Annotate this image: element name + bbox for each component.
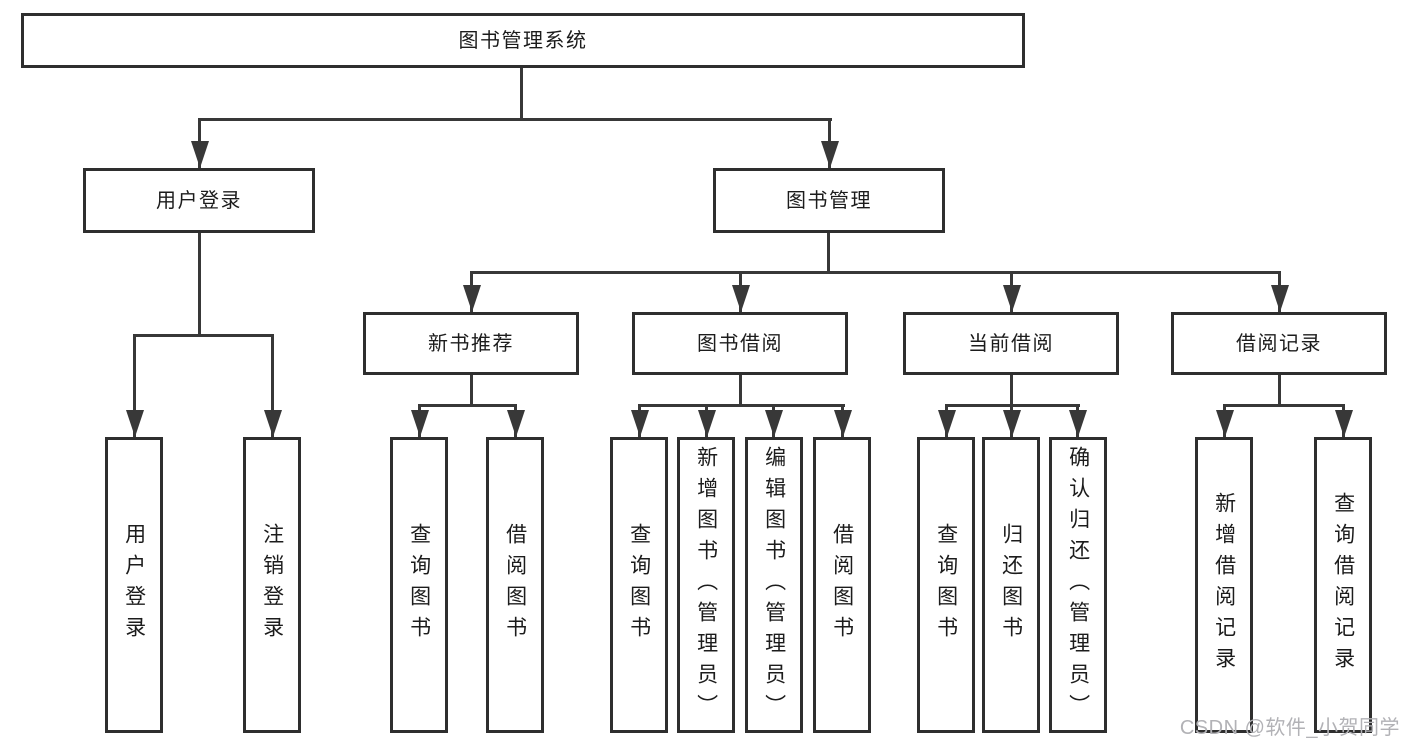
leaf-current-query-books-label: 查询图书	[934, 523, 958, 647]
leaf-recommend-borrow-books: 借阅图书	[486, 437, 544, 733]
node-user-login: 用户登录	[83, 168, 315, 233]
node-library-system: 图书管理系统	[21, 13, 1025, 68]
leaf-user-login-label: 用户登录	[122, 523, 146, 647]
connector-records-stem	[1278, 375, 1281, 406]
connector-recommend-stem	[470, 375, 473, 406]
arrow-to-logout-leaf	[271, 336, 274, 437]
arrow-borrow-add	[705, 406, 708, 437]
leaf-return-books: 归还图书	[982, 437, 1040, 733]
arrow-to-borrow-records	[1278, 273, 1281, 312]
arrow-recommend-borrow	[514, 406, 517, 437]
leaf-query-borrow-record-label: 查询借阅记录	[1331, 492, 1355, 678]
arrow-borrow-query	[638, 406, 641, 437]
leaf-logout-label: 注销登录	[260, 523, 284, 647]
arrow-records-add	[1223, 406, 1226, 437]
connector-user-login-stem	[198, 233, 201, 336]
leaf-recommend-borrow-books-label: 借阅图书	[503, 523, 527, 647]
leaf-edit-books-admin: 编辑图书（管理员）	[745, 437, 803, 733]
node-book-management: 图书管理	[713, 168, 945, 233]
leaf-recommend-query-books: 查询图书	[390, 437, 448, 733]
connector-borrow-bar	[638, 404, 845, 407]
arrow-current-return	[1010, 406, 1013, 437]
arrow-current-query	[945, 406, 948, 437]
leaf-add-books-admin: 新增图书（管理员）	[677, 437, 735, 733]
leaf-current-query-books: 查询图书	[917, 437, 975, 733]
leaf-borrow-books: 借阅图书	[813, 437, 871, 733]
connector-root-bar	[198, 118, 832, 121]
leaf-recommend-query-books-label: 查询图书	[407, 523, 431, 647]
arrow-to-book-management	[828, 118, 831, 168]
csdn-watermark: CSDN @软件_小贺同学	[1179, 717, 1400, 739]
leaf-borrow-books-label: 借阅图书	[830, 523, 854, 647]
connector-root-stem	[520, 68, 523, 118]
connector-user-login-bar	[133, 334, 274, 337]
node-borrow-records: 借阅记录	[1171, 312, 1387, 375]
leaf-edit-books-admin-label: 编辑图书（管理员）	[762, 445, 786, 725]
arrow-recommend-query	[418, 406, 421, 437]
leaf-confirm-return-admin-label: 确认归还（管理员）	[1066, 445, 1090, 725]
node-book-borrow: 图书借阅	[632, 312, 848, 375]
leaf-add-borrow-record: 新增借阅记录	[1195, 437, 1253, 733]
arrow-to-user-login	[198, 118, 201, 168]
leaf-borrow-query-books: 查询图书	[610, 437, 668, 733]
leaf-borrow-query-books-label: 查询图书	[627, 523, 651, 647]
connector-recommend-bar	[418, 404, 517, 407]
arrow-borrow-edit	[772, 406, 775, 437]
arrow-to-new-book-recommend	[470, 273, 473, 312]
connector-records-bar	[1223, 404, 1345, 407]
leaf-query-borrow-record: 查询借阅记录	[1314, 437, 1372, 733]
connector-book-management-bar	[470, 271, 1281, 274]
connector-borrow-stem	[739, 375, 742, 406]
connector-book-management-stem	[827, 233, 830, 273]
leaf-return-books-label: 归还图书	[999, 523, 1023, 647]
arrow-records-query	[1342, 406, 1345, 437]
leaf-user-login: 用户登录	[105, 437, 163, 733]
leaf-logout: 注销登录	[243, 437, 301, 733]
leaf-add-books-admin-label: 新增图书（管理员）	[694, 445, 718, 725]
node-current-borrow: 当前借阅	[903, 312, 1119, 375]
leaf-confirm-return-admin: 确认归还（管理员）	[1049, 437, 1107, 733]
arrow-to-current-borrow	[1010, 273, 1013, 312]
connector-current-stem	[1010, 375, 1013, 406]
arrow-to-book-borrow	[739, 273, 742, 312]
arrow-current-confirm	[1076, 406, 1079, 437]
arrow-borrow-borrow	[841, 406, 844, 437]
node-new-book-recommend: 新书推荐	[363, 312, 579, 375]
arrow-to-user-login-leaf	[133, 336, 136, 437]
leaf-add-borrow-record-label: 新增借阅记录	[1212, 492, 1236, 678]
